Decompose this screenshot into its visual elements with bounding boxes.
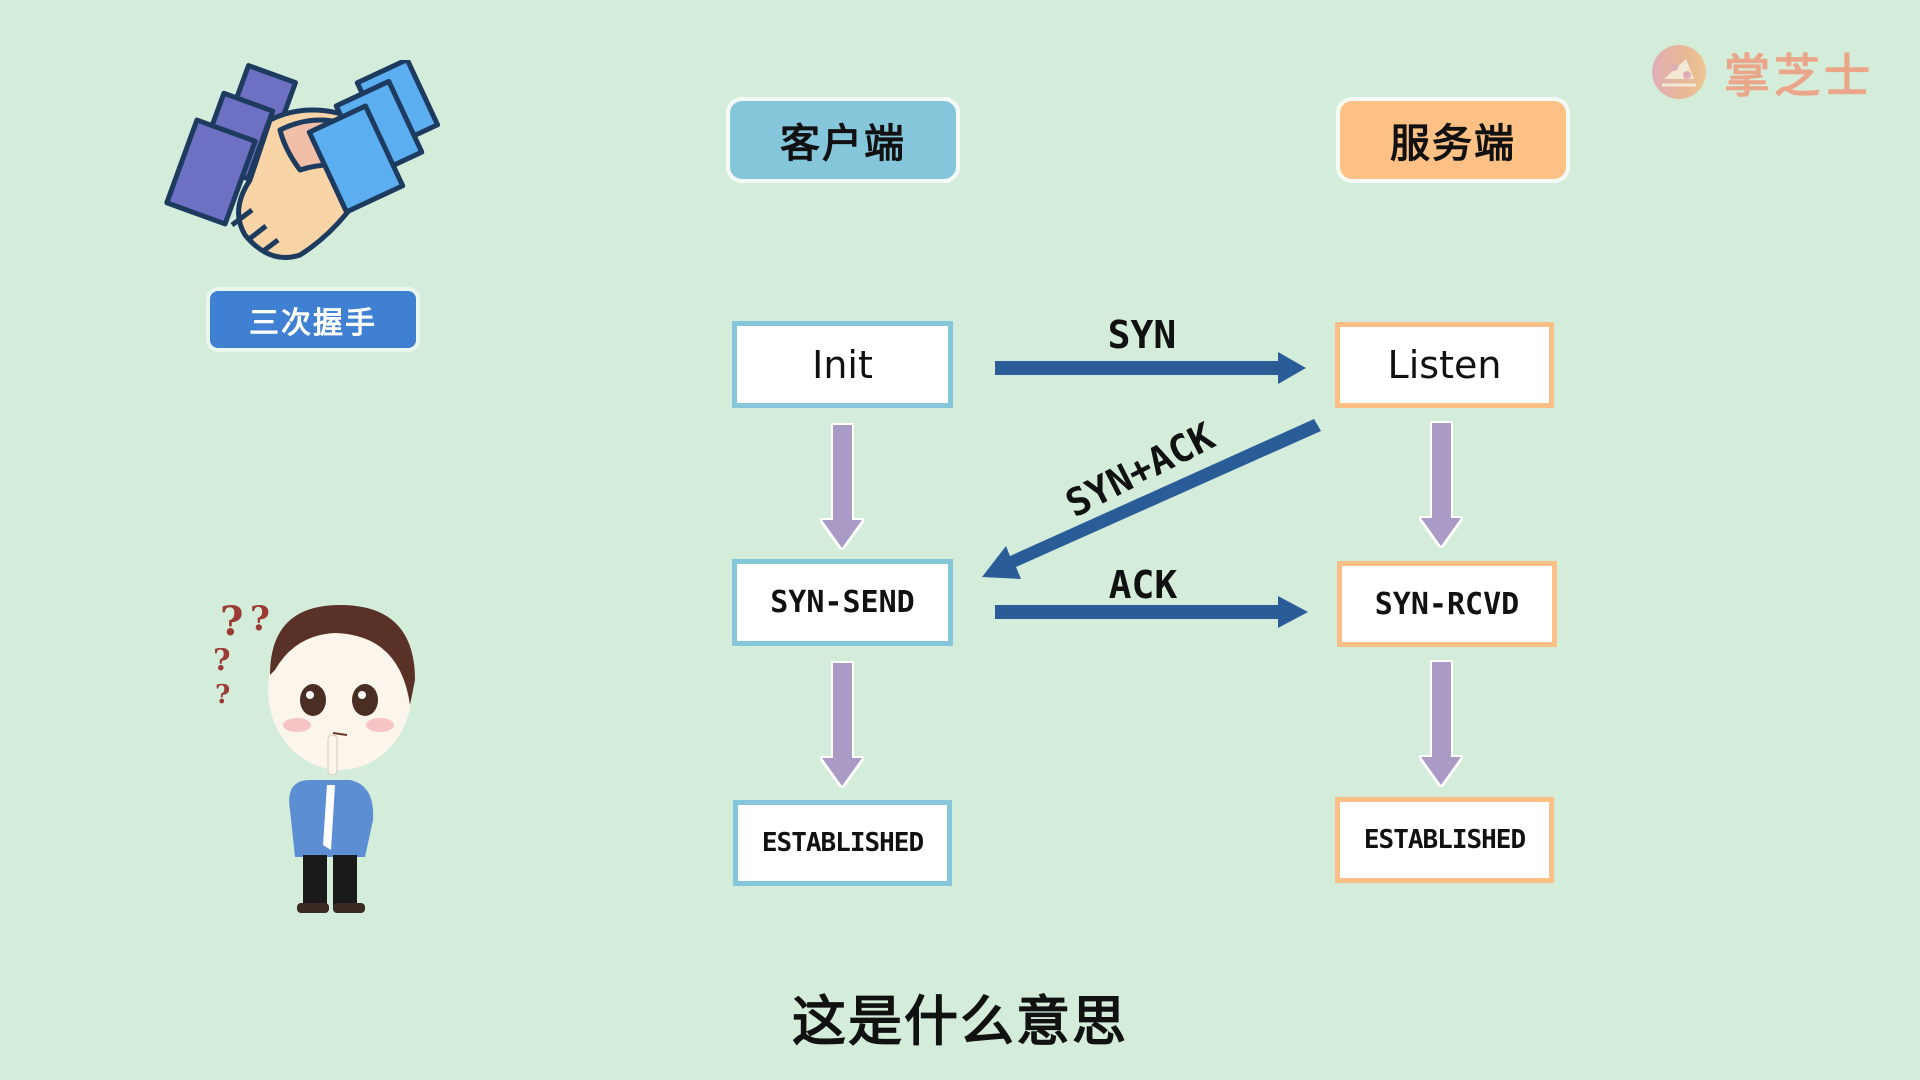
svg-text:?: ? bbox=[215, 643, 231, 678]
confused-person-icon: ? ? ? ? bbox=[213, 595, 420, 915]
server-header: 服务端 bbox=[1336, 97, 1570, 183]
client-header: 客户端 bbox=[726, 97, 960, 183]
server-transition-arrow-1 bbox=[1421, 423, 1461, 546]
svg-text:?: ? bbox=[250, 599, 270, 639]
client-state-syn-send: SYN-SEND bbox=[732, 559, 953, 646]
ack-label: ACK bbox=[1108, 563, 1178, 607]
svg-text:?: ? bbox=[215, 680, 230, 710]
cheese-logo-icon bbox=[1652, 45, 1706, 99]
three-way-handshake-badge: 三次握手 bbox=[206, 287, 420, 352]
server-state-syn-rcvd: SYN-RCVD bbox=[1337, 561, 1557, 647]
subtitle-caption: 这是什么意思 bbox=[792, 990, 1128, 1053]
client-state-established: ESTABLISHED bbox=[733, 800, 952, 886]
syn-ack-arrow bbox=[982, 419, 1321, 579]
syn-label: SYN bbox=[1107, 313, 1177, 357]
handshake-icon bbox=[160, 57, 470, 280]
client-state-init: Init bbox=[732, 321, 953, 408]
question-mark-icon: ? bbox=[220, 598, 243, 645]
client-transition-arrow-1 bbox=[822, 425, 862, 548]
server-state-established: ESTABLISHED bbox=[1335, 797, 1554, 883]
server-transition-arrow-2 bbox=[1421, 662, 1461, 785]
brand-logo-text: 掌芝士 bbox=[1724, 49, 1874, 103]
server-state-listen: Listen bbox=[1335, 322, 1554, 408]
ack-arrow bbox=[995, 596, 1308, 628]
client-transition-arrow-2 bbox=[822, 663, 862, 786]
syn-arrow bbox=[995, 352, 1306, 384]
